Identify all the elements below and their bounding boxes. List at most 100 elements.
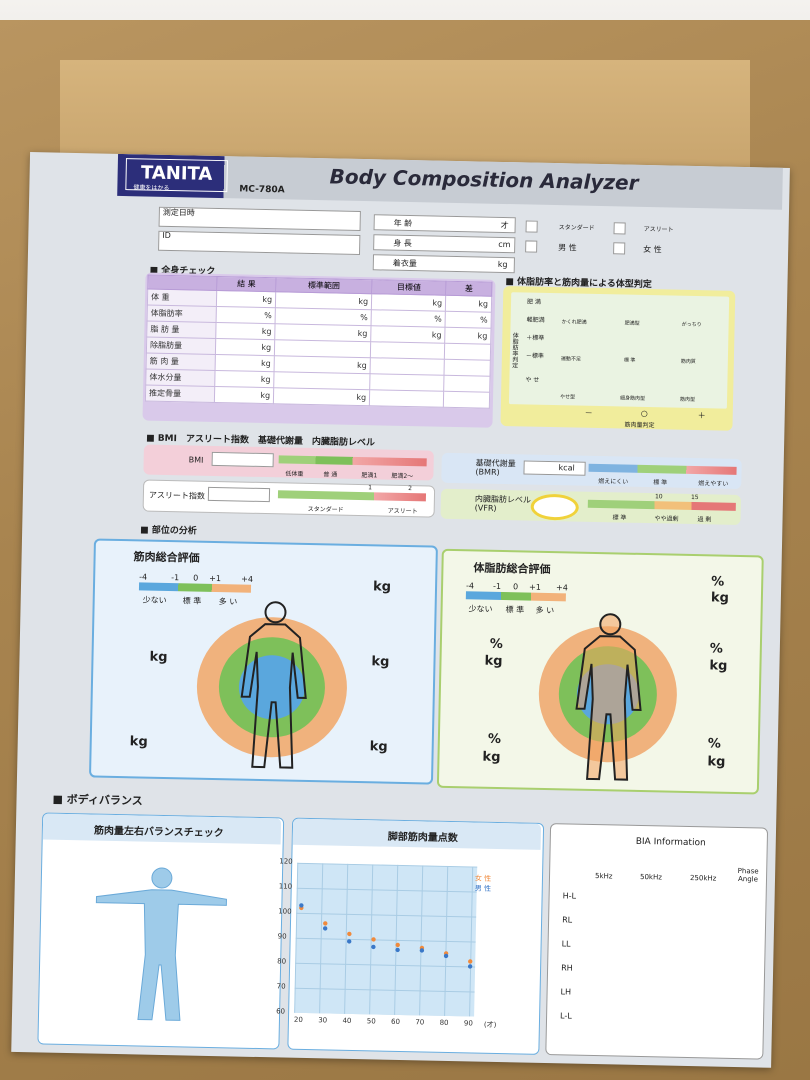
- bmr-field[interactable]: [523, 460, 586, 476]
- x-axis-unit: (才): [483, 1020, 497, 1029]
- y-tick-label: 100: [278, 907, 292, 916]
- fat-n4: +1: [528, 582, 541, 592]
- body-row-thin: や せ: [525, 376, 540, 384]
- athlete-standard: スタンダード: [307, 505, 344, 514]
- bmi-label: BMI: [188, 455, 204, 465]
- bmi-field[interactable]: [211, 451, 274, 468]
- standard-checkbox[interactable]: [525, 220, 538, 233]
- muscle-n4: +1: [209, 573, 222, 584]
- bia-row-hl: H-L: [562, 891, 577, 901]
- bmr-high: 燃えやすい: [698, 480, 729, 488]
- fat-w3: 多 い: [535, 605, 555, 616]
- bia-col-5k: 5kHz: [594, 872, 613, 881]
- bia-panel: [545, 823, 769, 1060]
- vfr-en-label: (VFR): [474, 503, 497, 513]
- fat-w2: 標 準: [505, 605, 525, 615]
- body-x-plus: ＋: [697, 411, 706, 421]
- fat-n1: -4: [466, 581, 475, 591]
- age-unit: 才: [500, 220, 509, 231]
- muscle-right-leg-kg: kg: [369, 739, 388, 755]
- x-tick-label: 30: [318, 1016, 328, 1025]
- row-label: 体 重: [147, 289, 217, 307]
- legend-female: 女 性: [474, 874, 492, 883]
- series-1-point: [419, 948, 425, 953]
- cell: [369, 373, 445, 392]
- cell: [369, 389, 444, 408]
- series-1-point: [371, 944, 376, 950]
- x-tick-label: 80: [439, 1018, 449, 1027]
- cell: kg: [215, 354, 275, 372]
- cell: kg: [445, 295, 492, 313]
- bia-col-phase: Phase Angle: [737, 867, 759, 884]
- muscle-left-arm-kg: kg: [149, 649, 168, 666]
- fat-right-arm-kg: kg: [709, 658, 728, 674]
- bia-col-50k: 50kHz: [639, 872, 663, 882]
- athlete-label: アスリート: [643, 225, 674, 234]
- series-1-point: [322, 926, 328, 931]
- female-checkbox[interactable]: [613, 242, 626, 255]
- series-1-point: [467, 964, 473, 969]
- cell: kg: [214, 370, 275, 388]
- cell: [370, 357, 445, 376]
- vfr-mid: やや過剰: [654, 515, 679, 523]
- row-label: 推定骨量: [145, 385, 215, 403]
- vfr-high: 過 剰: [697, 516, 712, 524]
- date-label: 測定日時: [162, 207, 195, 218]
- body-cell-slim-muscle: 細身筋肉型: [619, 395, 646, 402]
- cell: %: [445, 311, 492, 329]
- athlete-field[interactable]: [207, 486, 271, 503]
- id-field[interactable]: [158, 230, 361, 255]
- y-tick-label: 120: [279, 857, 293, 866]
- parts-title: ■ 部位の分析: [140, 525, 197, 537]
- model-number: MC-780A: [239, 184, 285, 196]
- x-tick-label: 90: [463, 1019, 473, 1028]
- female-label: 女 性: [643, 244, 662, 255]
- body-cell-obese: 肥満型: [624, 320, 640, 327]
- body-cell-inactive: 運動不足: [560, 356, 581, 363]
- athlete-checkbox[interactable]: [613, 222, 626, 235]
- body-cell-thin: やせ型: [560, 394, 576, 401]
- vfr-std: 標 準: [612, 514, 627, 522]
- vfr-mark-15: 15: [690, 493, 699, 502]
- muscle-left-leg-kg: kg: [129, 734, 148, 750]
- fat-left-leg-pct: %: [487, 731, 502, 748]
- body-y-label: 体脂肪率判定: [510, 332, 519, 369]
- bia-col-250k: 250kHz: [689, 874, 717, 883]
- cell: kg: [370, 325, 446, 344]
- athlete-mark-1: 1: [368, 484, 373, 492]
- muscle-right-arm-kg: kg: [371, 654, 390, 670]
- cell: kg: [214, 386, 274, 404]
- fat-n5: +4: [555, 583, 568, 593]
- fat-body-figure: [575, 613, 642, 781]
- cell: %: [371, 309, 446, 328]
- fat-w1: 少ない: [468, 604, 493, 614]
- bmi-obese2: 肥満2〜: [391, 472, 414, 481]
- muscle-n1: -4: [139, 572, 148, 582]
- cell: [444, 343, 491, 361]
- series-0-point: [347, 931, 352, 937]
- body-row-obese: 肥 満: [526, 298, 542, 306]
- cell: kg: [273, 387, 370, 406]
- cell: kg: [215, 338, 275, 356]
- balance-title: ■ ボディバランス: [52, 792, 143, 808]
- lr-balance-figure: [95, 867, 227, 1021]
- fat-left-arm-kg: kg: [484, 653, 503, 670]
- lr-balance-title: 筋肉量左右バランスチェック: [93, 825, 224, 840]
- fat-left-leg-kg: kg: [482, 749, 501, 766]
- x-tick-label: 40: [342, 1016, 352, 1025]
- body-x-minus: －: [584, 408, 593, 418]
- body-cell-muscle: 筋肉型: [679, 396, 696, 404]
- legend-male: 男 性: [474, 884, 492, 893]
- series-1-point: [346, 939, 352, 944]
- y-tick-label: 90: [277, 932, 287, 941]
- bia-row-lh: LH: [560, 987, 572, 997]
- col-blank: [147, 275, 218, 291]
- male-label: 男 性: [558, 243, 577, 253]
- fat-right-leg-pct: %: [707, 736, 722, 752]
- height-label: 身 長: [393, 238, 412, 249]
- male-checkbox[interactable]: [525, 240, 538, 253]
- fat-trunk-kg: kg: [710, 590, 730, 606]
- vfr-oval: [530, 493, 580, 521]
- bia-row-rl: RL: [562, 915, 573, 925]
- series-1-point: [299, 903, 304, 908]
